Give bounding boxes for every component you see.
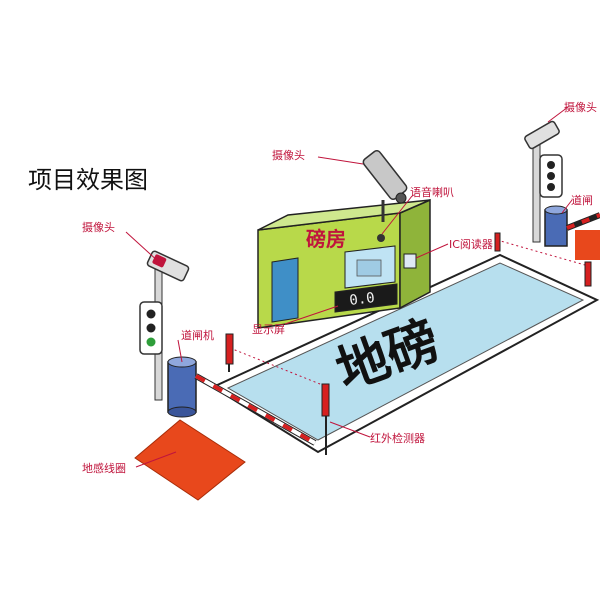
label-speaker: 语音喇叭 [410,185,454,199]
house-door [271,257,299,323]
infrared-beam-left [229,347,326,387]
leader-barrier-left [177,339,183,363]
leader-barrier-right [561,199,573,214]
infrared-detector-center [321,383,330,455]
house-window-pane [356,259,382,277]
label-barrier-left: 道闸机 [181,328,214,342]
barrier-arm-right [565,212,600,231]
infrared-detector-right-1 [494,232,501,252]
right-loop-edge [575,230,600,260]
camera-icon-room [362,150,408,222]
camera-icon-right [524,120,560,150]
scale-platform [226,262,585,441]
label-camera-room: 摄像头 [272,148,305,162]
speaker-device [377,234,385,242]
weighbridge-room-label: 磅房 [306,227,346,251]
infrared-detector-left [225,333,234,372]
infrared-beam-right [496,239,586,266]
label-display-screen: 显示屏 [252,323,285,336]
camera-icon-left [146,250,190,282]
label-barrier-right: 道闸 [571,193,593,207]
leader-speaker [381,195,413,235]
diagram-title: 项目效果图 [28,166,148,194]
barrier-arm-left [194,373,317,446]
leader-display [284,305,339,325]
weighbridge-house: 0.0 [257,198,431,329]
leader-camera-left [125,231,161,264]
right-camera-pole [532,139,563,243]
infrared-detector-right-2 [584,261,592,287]
display-screen [334,283,398,313]
leader-camera-right [547,106,569,123]
label-ground-loop: 地感线圈 [82,461,126,475]
barrier-gate-left [167,356,197,418]
leader-ic-reader [415,243,449,259]
label-ic-reader: IC阅读器 [449,237,493,251]
leader-infrared [329,421,371,438]
label-camera-left: 摄像头 [82,220,115,234]
label-camera-right: 摄像头 [564,100,597,114]
ic-reader-device [403,253,417,269]
display-screen-value: 0.0 [349,290,376,309]
label-infrared: 红外检测器 [370,431,425,445]
leader-camera-room [317,156,364,165]
barrier-gate-right [544,205,568,247]
left-camera-pole [139,267,163,401]
leader-ground-loop [135,451,177,468]
ground-loop [134,419,246,501]
